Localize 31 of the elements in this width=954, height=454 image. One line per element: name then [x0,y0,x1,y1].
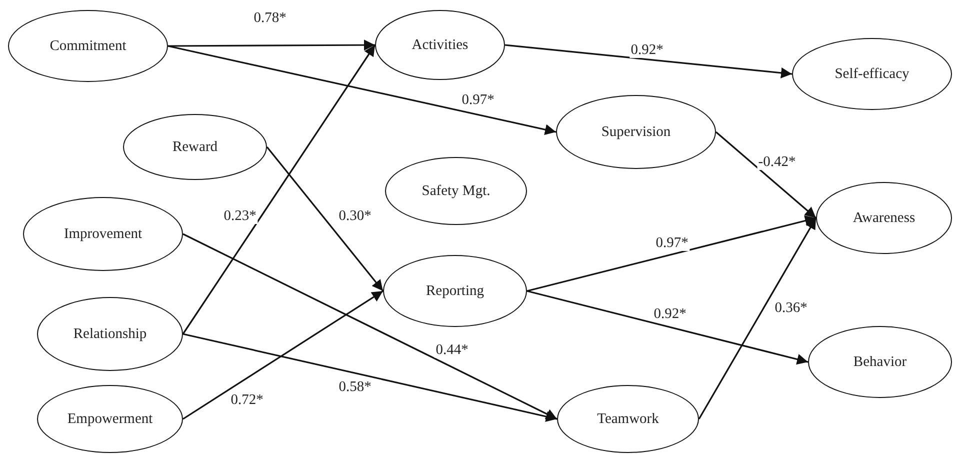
path-arrow [182,333,558,422]
construct-label: Self-efficacy [834,66,910,82]
construct-label: Supervision [601,124,671,140]
construct-label: Behavior [853,354,907,370]
path-arrow [182,290,384,420]
construct-label: Commitment [50,38,126,54]
path-coefficient: -0.42* [757,154,797,170]
construct-label: Relationship [73,326,147,342]
path-arrow [715,131,817,219]
path-arrow [182,44,376,334]
path-arrow [698,218,817,420]
path-arrow [266,146,384,292]
construct-label: Reporting [426,282,484,300]
path-arrow [168,45,556,135]
path-coefficient: 0.44* [434,342,470,358]
construct-label: Safety Mgt. [422,182,490,200]
path-arrow [504,44,792,78]
path-arrow [526,215,816,292]
construct-label: Teamwork [597,410,659,428]
path-coefficient: 0.23* [222,208,258,224]
path-coefficient: 0.92* [652,306,688,322]
construct-label: Empowerment [67,410,153,428]
path-arrow [182,233,558,420]
construct-label: Reward [172,138,218,156]
path-coefficient: 0.97* [654,235,690,251]
construct-label: Improvement [64,226,142,242]
path-arrow [526,290,808,365]
construct-label: Activities [412,36,468,54]
path-arrow [168,40,375,51]
construct-label: Awareness [852,210,916,226]
path-coefficient: 0.92* [630,42,664,58]
